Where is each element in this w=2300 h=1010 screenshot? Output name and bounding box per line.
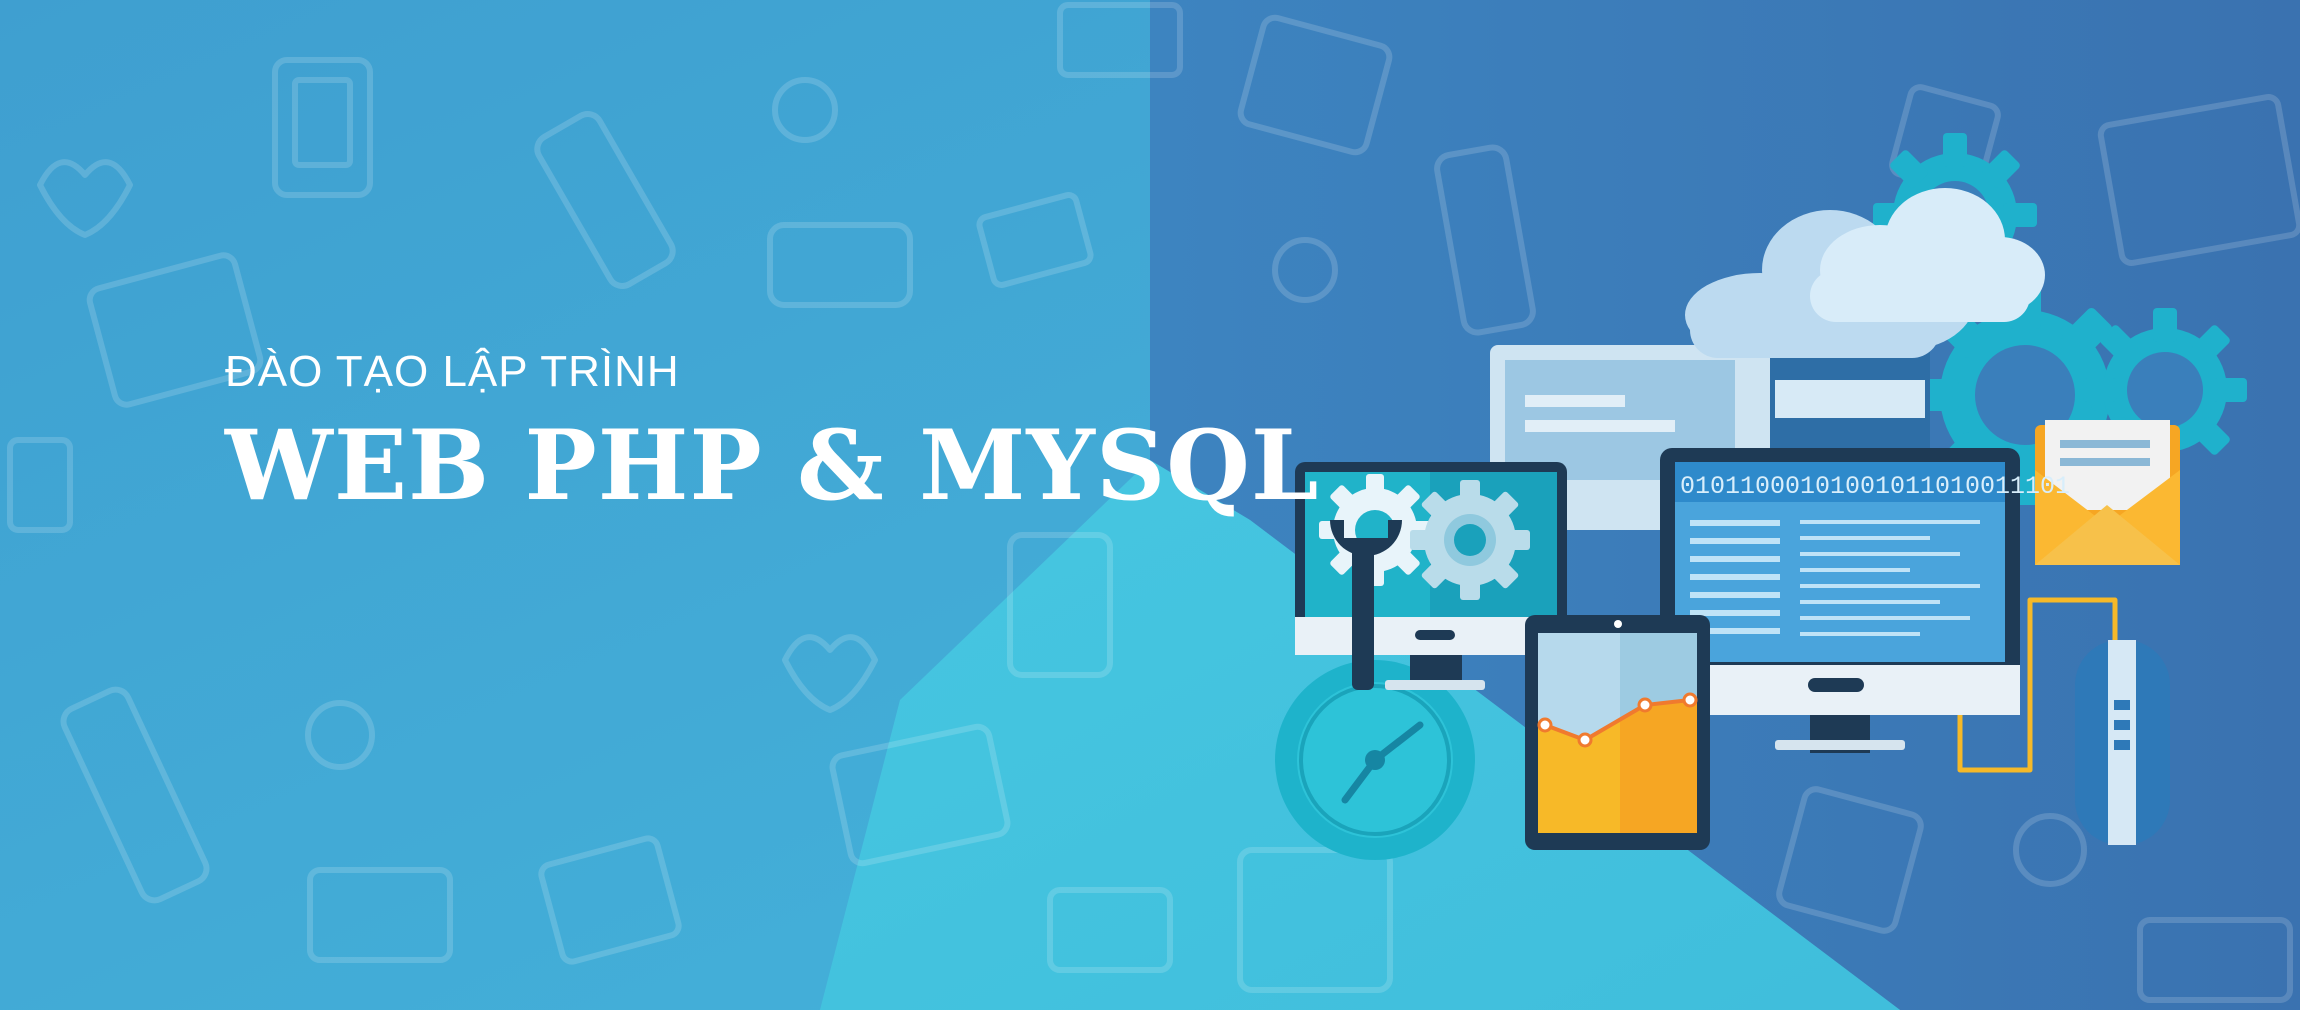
tablet-chart xyxy=(1525,615,1710,850)
wrench-icon xyxy=(1330,520,1402,690)
cloud-icon xyxy=(1685,188,2045,358)
mouse-icon xyxy=(1957,597,2170,845)
headline: ĐÀO TẠO LẬP TRÌNH WEB PHP & MYSQL xyxy=(225,350,1319,514)
main-monitor: 01011000101001011010011101 xyxy=(1660,448,2070,753)
doodle-icons xyxy=(7,2,2300,1003)
subtitle: ĐÀO TẠO LẬP TRÌNH xyxy=(225,347,680,396)
title: WEB PHP & MYSQL xyxy=(225,409,1320,522)
gear-monitor xyxy=(1295,462,1567,690)
clock-icon xyxy=(1275,660,1475,860)
binary-text: 01011000101001011010011101 xyxy=(1680,472,2070,501)
mail-icon xyxy=(2035,420,2180,565)
